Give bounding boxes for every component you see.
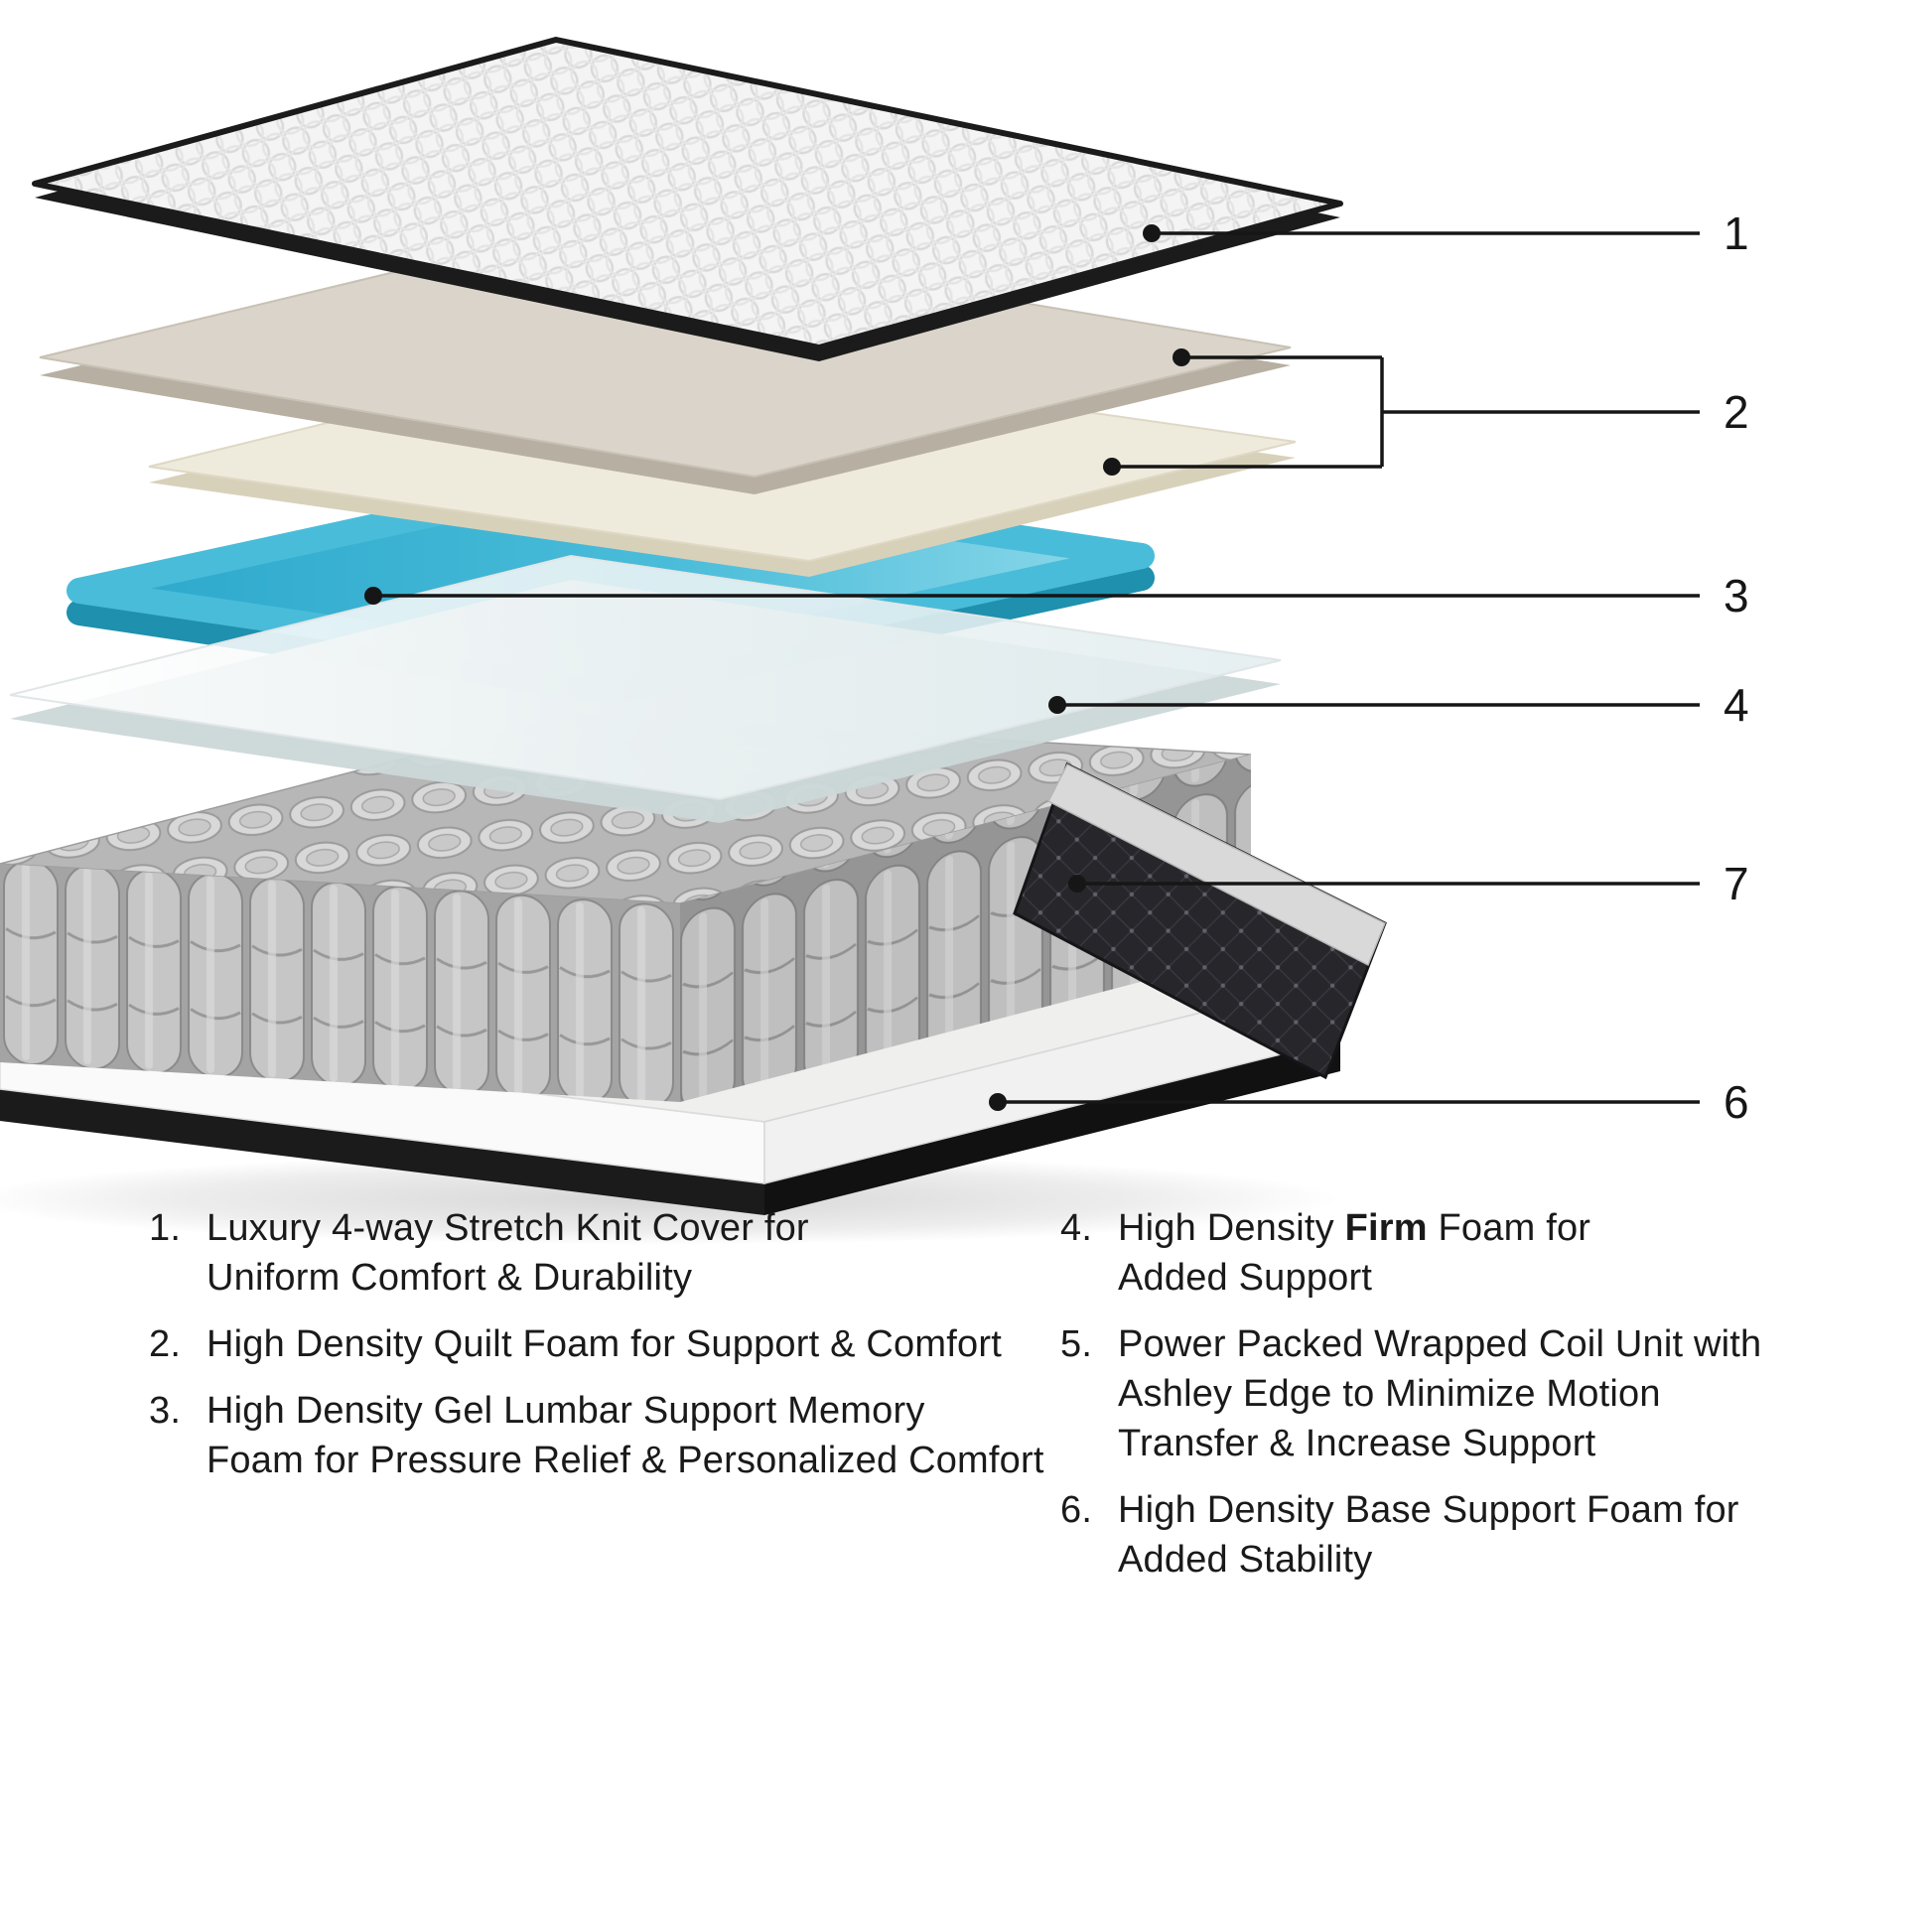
callout-number-4: 4 bbox=[1724, 679, 1749, 731]
legend-item-3-line1: High Density Gel Lumbar Support Memory bbox=[207, 1390, 925, 1432]
legend-item-4-line1-bold: Firm bbox=[1344, 1207, 1428, 1249]
layer-firm-foam bbox=[9, 554, 1282, 823]
legend-item-4-line2: Added Support bbox=[1118, 1257, 1373, 1299]
legend-item-1-number: 1. bbox=[149, 1207, 182, 1249]
legend-item-4-line1-suffix: Foam for bbox=[1438, 1207, 1591, 1249]
legend-item-4-text: High Density Firm Foam for Added Support bbox=[1118, 1203, 1590, 1303]
firm-foam-top bbox=[9, 554, 1282, 801]
callouts bbox=[364, 224, 1700, 1111]
legend-item-1: 1. Luxury 4-way Stretch Knit Cover for U… bbox=[149, 1203, 1062, 1303]
callout-dot-1 bbox=[1143, 224, 1161, 242]
legend-item-6-line2: Added Stability bbox=[1118, 1539, 1373, 1581]
legend-item-3-text: High Density Gel Lumbar Support Memory F… bbox=[207, 1386, 1044, 1485]
legend-item-2-line1: High Density Quilt Foam for Support & Co… bbox=[207, 1323, 1002, 1365]
wedge-tape-band bbox=[1046, 762, 1386, 967]
legend-item-4-number: 4. bbox=[1060, 1207, 1093, 1249]
legend-item-5-line3: Transfer & Increase Support bbox=[1118, 1423, 1596, 1464]
legend-item-2-number: 2. bbox=[149, 1323, 182, 1365]
callout-dot-3 bbox=[364, 587, 382, 605]
mattress-exploded-diagram: 1 2 3 4 7 6 bbox=[0, 37, 1749, 1245]
callout-dot-2a bbox=[1173, 348, 1190, 366]
callout-number-1: 1 bbox=[1724, 207, 1749, 259]
legend-item-5-line1: Power Packed Wrapped Coil Unit with bbox=[1118, 1323, 1762, 1365]
legend-item-3-line2: Foam for Pressure Relief & Personalized … bbox=[207, 1440, 1044, 1481]
callout-dot-4 bbox=[1048, 696, 1066, 714]
callout-dot-2b bbox=[1103, 458, 1121, 476]
base-bottom-trim-right bbox=[764, 1039, 1340, 1215]
legend-item-2: 2. High Density Quilt Foam for Support &… bbox=[149, 1319, 1062, 1369]
legend-item-6: 6. High Density Base Support Foam for Ad… bbox=[1060, 1485, 1914, 1585]
legend-item-5-number: 5. bbox=[1060, 1323, 1093, 1365]
legend-item-1-text: Luxury 4-way Stretch Knit Cover for Unif… bbox=[207, 1203, 809, 1303]
legend-item-3: 3. High Density Gel Lumbar Support Memor… bbox=[149, 1386, 1062, 1485]
legend-item-5-line2: Ashley Edge to Minimize Motion bbox=[1118, 1373, 1661, 1415]
edge-fabric-wedge bbox=[1013, 761, 1387, 1080]
legend-item-5-text: Power Packed Wrapped Coil Unit with Ashl… bbox=[1118, 1319, 1761, 1468]
callout-number-3: 3 bbox=[1724, 570, 1749, 621]
legend-item-6-line1: High Density Base Support Foam for bbox=[1118, 1489, 1739, 1531]
legend-item-1-line2: Uniform Comfort & Durability bbox=[207, 1257, 693, 1299]
knit-cover-top bbox=[32, 37, 1343, 350]
legend-item-2-text: High Density Quilt Foam for Support & Co… bbox=[207, 1319, 1002, 1369]
legend-item-5: 5. Power Packed Wrapped Coil Unit with A… bbox=[1060, 1319, 1914, 1468]
legend-item-3-number: 3. bbox=[149, 1390, 182, 1432]
callout-number-2: 2 bbox=[1724, 386, 1749, 438]
callout-number-7: 7 bbox=[1724, 858, 1749, 909]
legend-column-left: 1. Luxury 4-way Stretch Knit Cover for U… bbox=[149, 1203, 1062, 1502]
legend-item-1-line1: Luxury 4-way Stretch Knit Cover for bbox=[207, 1207, 809, 1249]
layer-knit-cover bbox=[32, 37, 1343, 361]
legend-item-6-text: High Density Base Support Foam for Added… bbox=[1118, 1485, 1739, 1585]
legend-item-4-line1-prefix: High Density bbox=[1118, 1207, 1334, 1249]
coil-front-left-face bbox=[0, 864, 680, 1102]
legend-item-4: 4. High Density Firm Foam for Added Supp… bbox=[1060, 1203, 1914, 1303]
base-bottom-trim-left bbox=[0, 1089, 764, 1215]
callout-number-6: 6 bbox=[1724, 1076, 1749, 1128]
callout-dot-7 bbox=[1068, 875, 1086, 893]
callout-dot-6 bbox=[989, 1093, 1007, 1111]
legend-item-4-line1: High Density Firm Foam for bbox=[1118, 1203, 1590, 1253]
legend-column-right: 4. High Density Firm Foam for Added Supp… bbox=[1060, 1203, 1914, 1601]
legend-item-6-number: 6. bbox=[1060, 1489, 1093, 1531]
